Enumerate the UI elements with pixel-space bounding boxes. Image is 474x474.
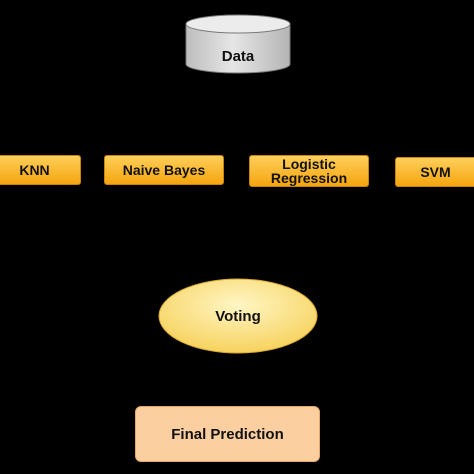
model-box-logistic-regression: Logistic Regression xyxy=(249,155,369,187)
model-box-svm: SVM xyxy=(395,157,474,187)
final-prediction-box: Final Prediction xyxy=(135,406,320,462)
data-node-label: Data xyxy=(221,47,255,65)
model-box-knn: KNN xyxy=(0,155,81,185)
voting-node-label: Voting xyxy=(215,307,261,325)
model-box-naive-bayes: Naive Bayes xyxy=(104,155,224,185)
